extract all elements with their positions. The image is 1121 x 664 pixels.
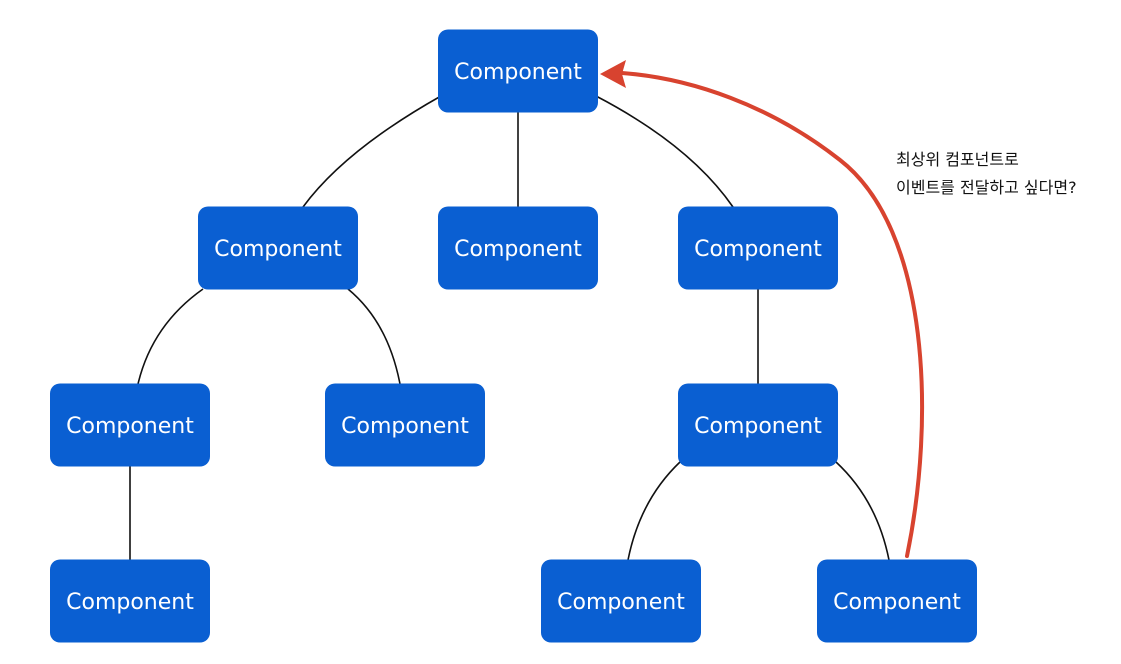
component-label: Component [454,60,582,85]
component-box [325,383,485,467]
event-arrowhead-icon [600,60,626,88]
component-node-root: Component [438,29,598,113]
edge-root-to-l1-left [302,95,442,208]
component-box [678,383,838,467]
edge-l1-left-to-l2-left-b [347,288,401,385]
tree-edges [129,95,890,561]
component-node-l3-left: Component [50,559,210,643]
component-box [50,383,210,467]
component-label: Component [66,590,194,615]
component-label: Component [557,590,685,615]
component-label: Component [833,590,961,615]
component-node-l2-right: Component [678,383,838,467]
edge-l2-right-to-l3-right-a [627,461,681,561]
component-label: Component [341,414,469,439]
component-box [817,559,977,643]
component-node-l1-middle: Component [438,206,598,290]
component-box [541,559,701,643]
annotation-line-1: 최상위 컴포넌트로 [896,150,1019,169]
component-box [50,559,210,643]
component-node-l3-right-b: Component [817,559,977,643]
component-node-l2-left-a: Component [50,383,210,467]
event-propagation-arrow [600,60,925,558]
component-label: Component [694,237,822,262]
component-box [198,206,358,290]
edge-l1-left-to-l2-left-a [137,288,204,385]
edge-l2-right-to-l3-right-b [835,461,890,561]
component-box [678,206,838,290]
component-box [438,29,598,113]
component-node-l3-right-a: Component [541,559,701,643]
annotation-line-2: 이벤트를 전달하고 싶다면? [896,178,1077,197]
component-label: Component [694,414,822,439]
event-annotation: 최상위 컴포넌트로 이벤트를 전달하고 싶다면? [896,146,1116,202]
component-node-l1-right: Component [678,206,838,290]
event-arrow-line [620,71,925,558]
component-label: Component [454,237,582,262]
component-box [438,206,598,290]
component-label: Component [66,414,194,439]
component-node-l1-left: Component [198,206,358,290]
edge-root-to-l1-right [595,95,734,208]
component-label: Component [214,237,342,262]
component-node-l2-left-b: Component [325,383,485,467]
